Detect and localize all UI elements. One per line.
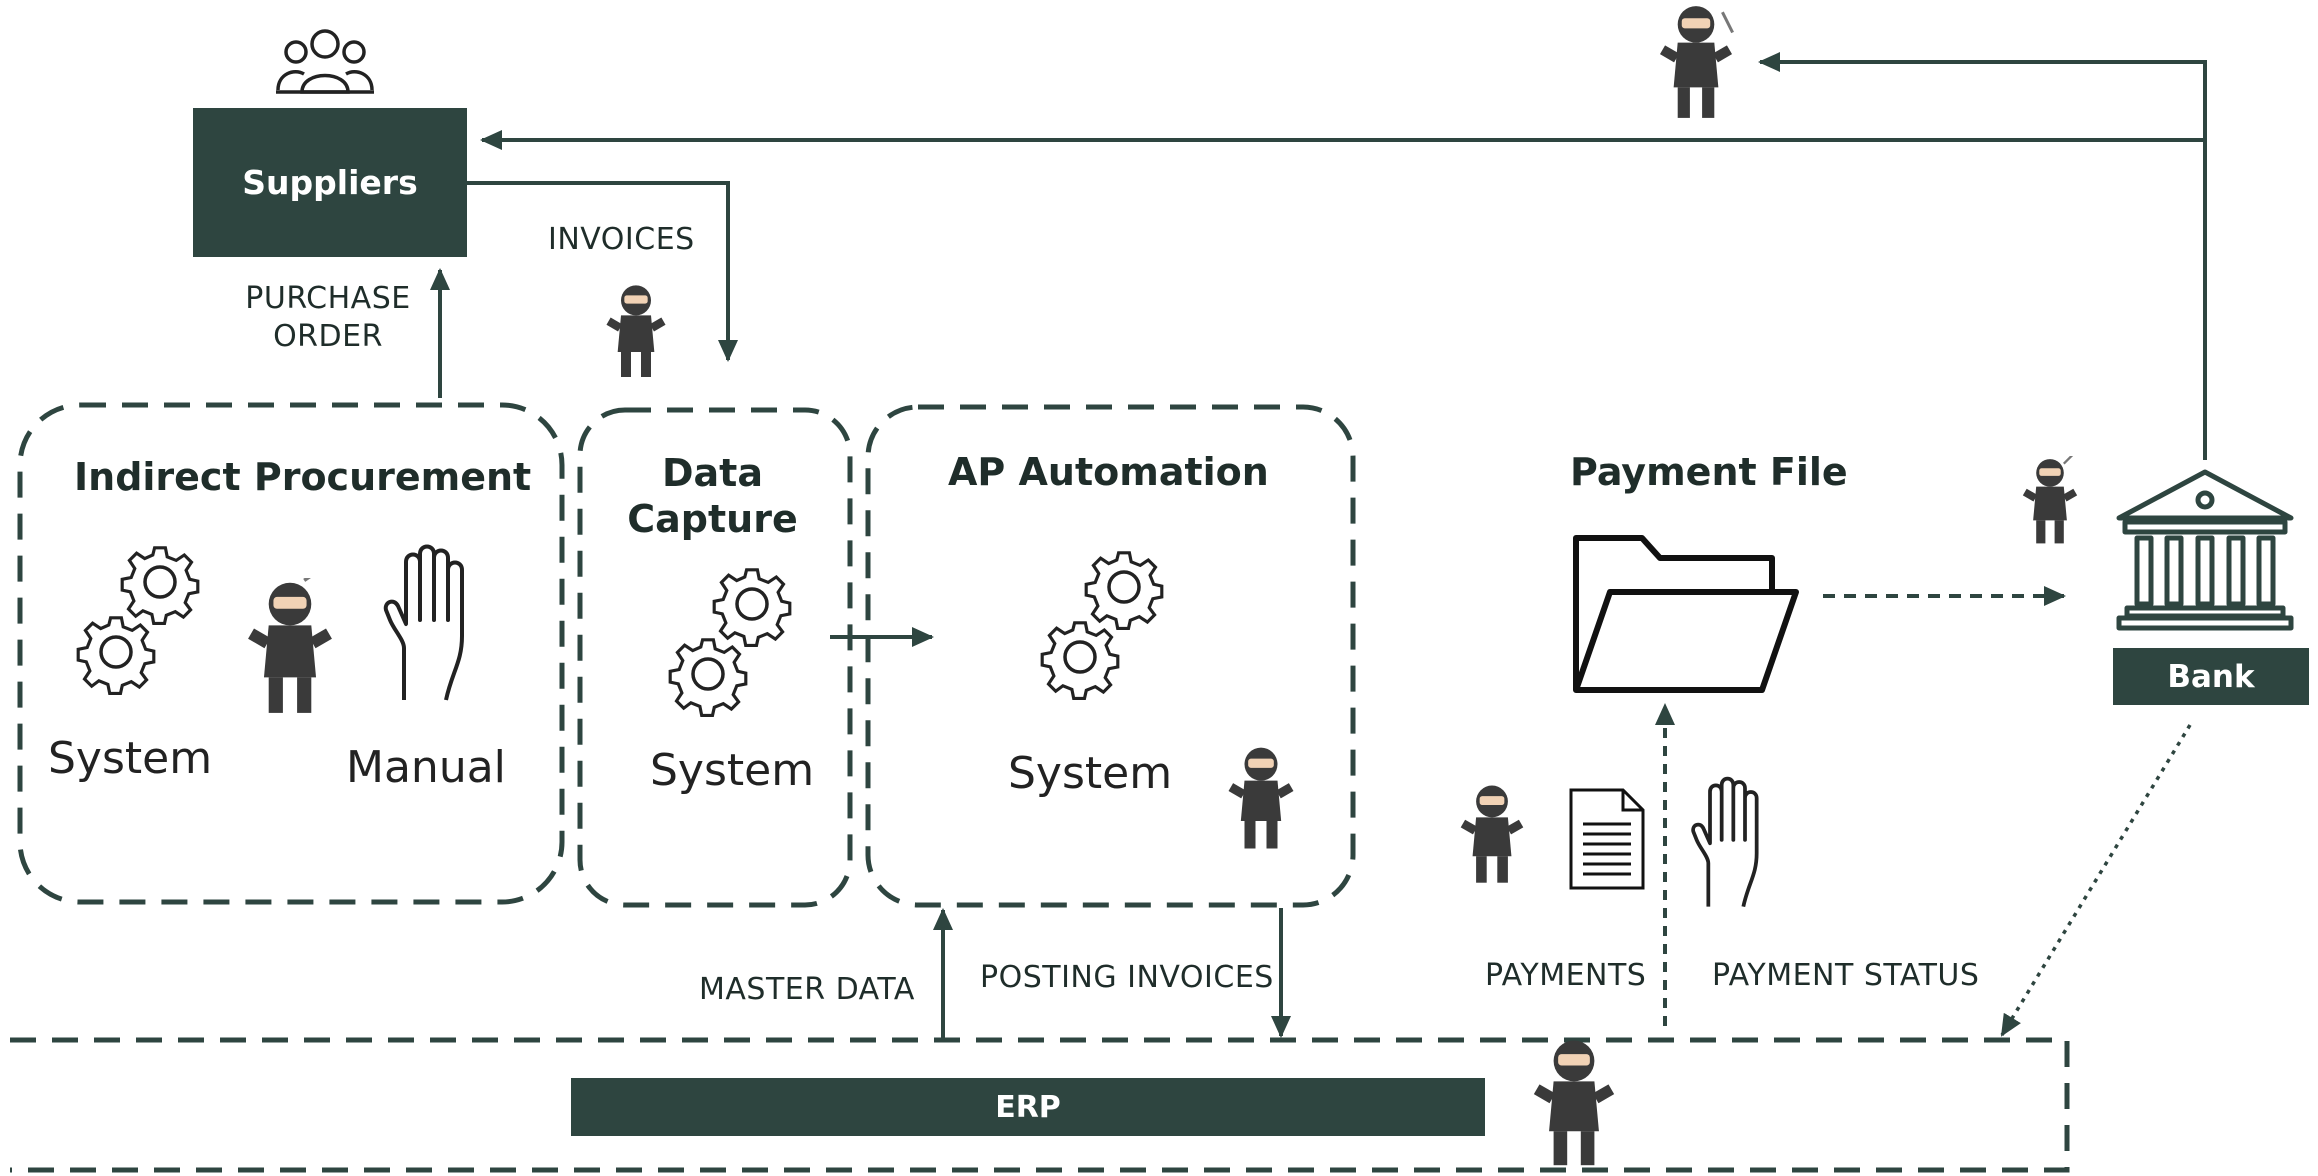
folder-icon — [1573, 535, 1799, 693]
purchase-order-label: PURCHASE ORDER — [238, 280, 418, 356]
procurement-system-label: System — [48, 733, 213, 784]
data-capture-title: Data Capture — [620, 450, 805, 542]
payment-file-title: Payment File — [1570, 450, 1848, 494]
bank-box: Bank — [2113, 648, 2309, 705]
bank-to-suppliers-arrow — [480, 130, 2207, 460]
bank-icon — [2116, 469, 2294, 631]
data-capture-title-line2: Capture — [627, 497, 798, 541]
bank-label: Bank — [2167, 658, 2255, 695]
hand-icon — [1691, 776, 1759, 907]
payment-status-label: PAYMENT STATUS — [1712, 958, 1980, 993]
posting-invoices-label: POSTING INVOICES — [980, 960, 1274, 995]
master-data-label: MASTER DATA — [699, 972, 915, 1007]
ap-system-label: System — [1008, 748, 1173, 799]
erp-box: ERP — [571, 1078, 1485, 1136]
suppliers-box: Suppliers — [193, 108, 467, 257]
purchase-order-line2: ORDER — [273, 319, 383, 354]
ninja-icon — [1460, 785, 1524, 883]
payment-status-arrow — [2000, 724, 2192, 1037]
users-icon — [276, 29, 374, 94]
ninja-icon — [1228, 747, 1294, 849]
ninja-icon — [1659, 6, 1734, 118]
gears-icon — [1040, 551, 1164, 700]
bank-to-ninja-arrow — [1758, 52, 2207, 140]
data-capture-container — [577, 407, 853, 908]
purchase-order-line1: PURCHASE — [245, 281, 411, 316]
data-capture-title-line1: Data — [662, 451, 763, 495]
erp-container — [10, 1037, 2070, 1173]
data-capture-system-label: System — [650, 745, 815, 796]
ap-automation-title: AP Automation — [948, 450, 1269, 494]
procurement-manual-label: Manual — [346, 742, 506, 793]
erp-label: ERP — [995, 1089, 1061, 1125]
ninja-icon — [2022, 456, 2078, 544]
hand-icon — [383, 544, 464, 701]
document-icon — [1569, 788, 1645, 890]
invoices-arrow — [467, 181, 738, 362]
suppliers-label: Suppliers — [242, 163, 418, 202]
indirect-procurement-title: Indirect Procurement — [74, 455, 532, 499]
ninja-icon — [606, 285, 666, 377]
indirect-procurement-container — [17, 402, 565, 905]
ap-automation-container — [865, 404, 1356, 908]
gears-icon — [76, 546, 200, 695]
payments-label: PAYMENTS — [1485, 958, 1647, 993]
ninja-icon — [248, 578, 332, 713]
invoices-label: INVOICES — [548, 222, 695, 257]
ninja-icon — [1533, 1040, 1615, 1166]
gears-icon — [668, 568, 792, 717]
